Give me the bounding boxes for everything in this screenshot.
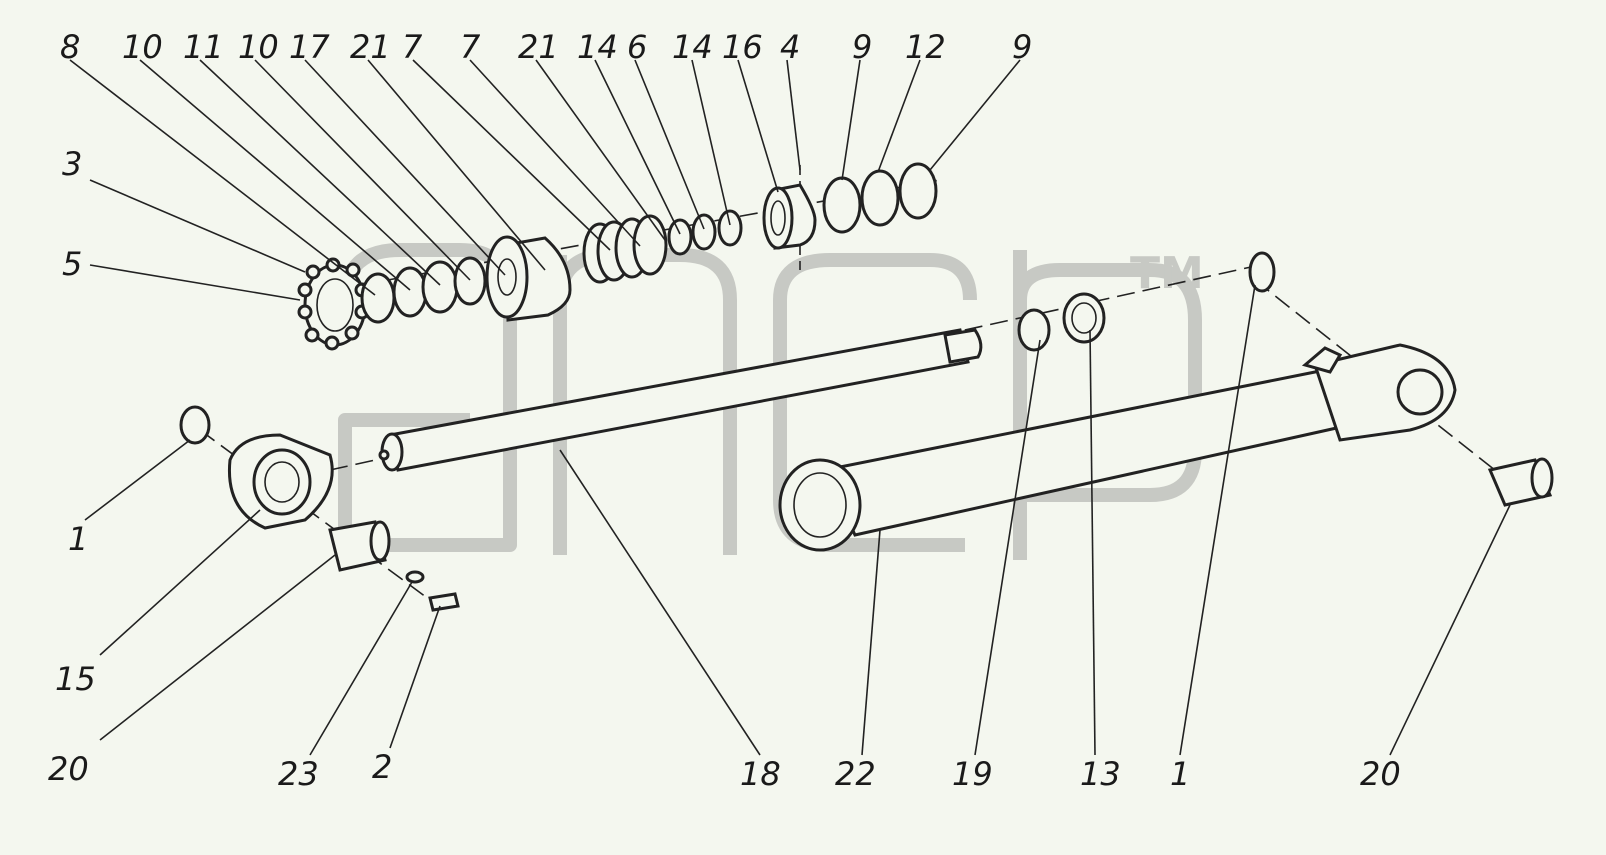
- callout-top-1: 8: [60, 28, 80, 66]
- callout-left-3: 3: [62, 145, 82, 183]
- callout-bottom-13: 13: [1080, 755, 1121, 793]
- callout-top-4: 10: [238, 28, 279, 66]
- grease-fitting-part: [405, 570, 460, 612]
- callout-bottom-1: 1: [1170, 755, 1190, 793]
- callout-top-7: 7: [402, 28, 423, 66]
- bushing-left: [328, 520, 391, 572]
- rod-wiper-rings: [1017, 292, 1106, 352]
- callout-top-3: 11: [183, 28, 224, 66]
- callout-top-17: 9: [1012, 28, 1032, 66]
- bolt-ring-part: [297, 257, 370, 351]
- callout-left-5: 5: [62, 245, 82, 283]
- callout-top-2: 10: [122, 28, 163, 66]
- callout-left-1: 1: [68, 520, 88, 558]
- o-ring-left: [179, 405, 211, 445]
- callout-left-20: 20: [48, 750, 89, 788]
- callout-top-13: 16: [722, 28, 763, 66]
- callout-top-16: 12: [905, 28, 946, 66]
- cylinder-barrel-part: [778, 343, 1457, 552]
- piston-rod-part: [378, 328, 983, 472]
- rod-eye-part: [227, 433, 334, 530]
- callout-left-15: 15: [55, 660, 96, 698]
- o-ring-right: [1248, 251, 1276, 293]
- callout-labels-top: 8 10 11 10 17 21 7 7 21 14 6 14 16 4 9 1…: [60, 28, 1032, 66]
- gland-rings: [822, 162, 938, 234]
- leader-lines: [69, 59, 1511, 756]
- callout-top-5: 17: [289, 28, 330, 66]
- callout-bottom-2: 2: [372, 748, 392, 786]
- callout-bottom-23: 23: [278, 755, 319, 793]
- callout-bottom-20: 20: [1360, 755, 1401, 793]
- callout-top-15: 9: [852, 28, 872, 66]
- callout-bottom-18: 18: [740, 755, 781, 793]
- callout-top-11: 6: [627, 28, 647, 66]
- callout-bottom-22: 22: [835, 755, 876, 793]
- callout-top-14: 4: [780, 28, 800, 66]
- callout-bottom-19: 19: [952, 755, 993, 793]
- callout-labels-bottom: 23 2 18 22 19 13 1 20: [278, 748, 1401, 793]
- callout-top-10: 14: [577, 28, 618, 66]
- watermark-tm: TM: [1130, 248, 1204, 299]
- callout-top-8: 7: [460, 28, 481, 66]
- seal-rings: [360, 256, 487, 324]
- callout-top-9: 21: [518, 28, 559, 66]
- callout-top-12: 14: [672, 28, 713, 66]
- piston-part: [485, 235, 572, 322]
- bushing-right: [1487, 457, 1554, 507]
- callout-labels-left: 3 5 1 15 20: [48, 145, 96, 788]
- callout-top-6: 21: [350, 28, 391, 66]
- gland-part: [762, 183, 817, 250]
